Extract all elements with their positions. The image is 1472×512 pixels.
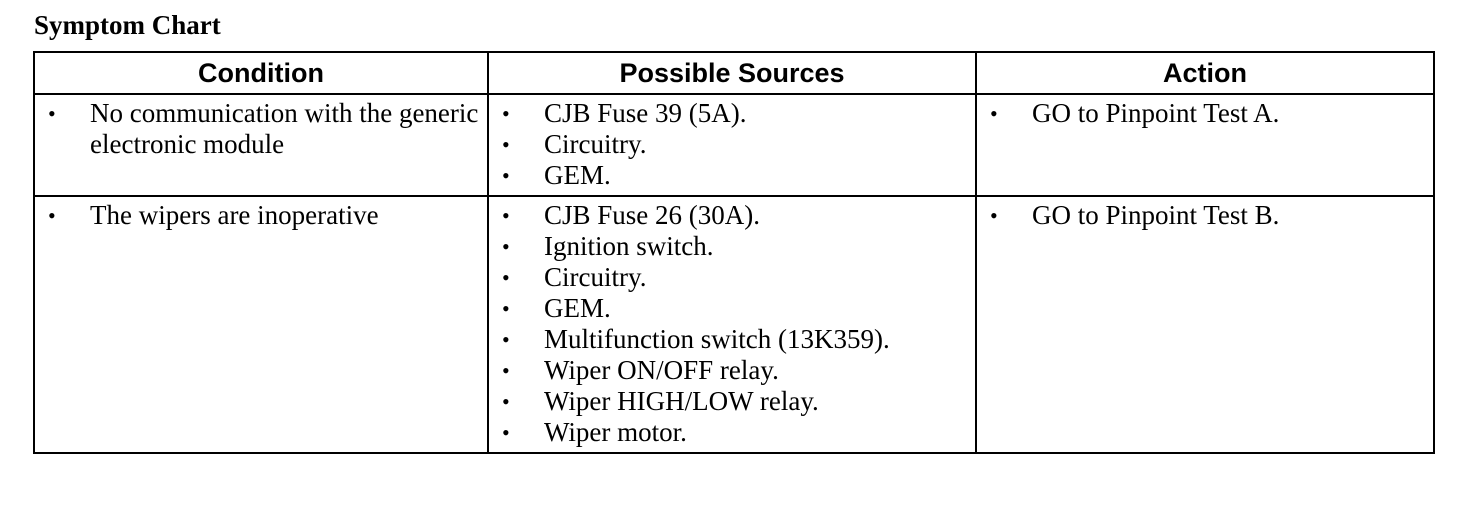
- bullet-icon: •: [990, 203, 998, 228]
- source-text: Wiper motor.: [544, 417, 687, 447]
- table-row: • No communication with the generic elect…: [33, 93, 1435, 197]
- sources-list: • CJB Fuse 26 (30A). • Ignition switch. • C…: [489, 200, 975, 448]
- list-item: • No communication with the generic elect…: [35, 98, 487, 160]
- source-text: Ignition switch.: [544, 231, 714, 261]
- source-text: CJB Fuse 39 (5A).: [544, 98, 747, 128]
- action-text: GO to Pinpoint Test A.: [1032, 98, 1280, 128]
- bullet-icon: •: [48, 203, 56, 228]
- condition-list: • The wipers are inoperative: [35, 200, 487, 231]
- table-header-row: Condition Possible Sources Action: [33, 51, 1435, 95]
- bullet-icon: •: [502, 132, 510, 157]
- list-item: • Multifunction switch (13K359).: [489, 324, 975, 355]
- bullet-icon: •: [502, 203, 510, 228]
- list-item: • Circuitry.: [489, 129, 975, 160]
- source-text: Wiper HIGH/LOW relay.: [544, 386, 819, 416]
- list-item: • Wiper HIGH/LOW relay.: [489, 386, 975, 417]
- list-item: • Wiper motor.: [489, 417, 975, 448]
- page-title: Symptom Chart: [34, 10, 221, 40]
- source-text: CJB Fuse 26 (30A).: [544, 200, 761, 230]
- source-text: GEM.: [544, 160, 611, 190]
- possible-sources-cell: • CJB Fuse 39 (5A). • Circuitry. • GEM.: [487, 93, 977, 197]
- bullet-icon: •: [502, 101, 510, 126]
- column-header-possible-sources: Possible Sources: [487, 51, 977, 95]
- list-item: • GEM.: [489, 160, 975, 191]
- bullet-icon: •: [502, 163, 510, 188]
- list-item: • The wipers are inoperative: [35, 200, 487, 231]
- source-text: Wiper ON/OFF relay.: [544, 355, 779, 385]
- action-list: • GO to Pinpoint Test B.: [977, 200, 1433, 231]
- bullet-icon: •: [502, 358, 510, 383]
- bullet-icon: •: [990, 101, 998, 126]
- source-text: Multifunction switch (13K359).: [544, 324, 890, 354]
- list-item: • GO to Pinpoint Test A.: [977, 98, 1433, 129]
- bullet-icon: •: [502, 327, 510, 352]
- action-text: GO to Pinpoint Test B.: [1032, 200, 1280, 230]
- condition-list: • No communication with the generic elect…: [35, 98, 487, 160]
- symptom-chart-table: Condition Possible Sources Action • No co…: [33, 51, 1435, 454]
- sources-list: • CJB Fuse 39 (5A). • Circuitry. • GEM.: [489, 98, 975, 191]
- bullet-icon: •: [502, 265, 510, 290]
- list-item: • CJB Fuse 26 (30A).: [489, 200, 975, 231]
- condition-cell: • No communication with the generic elect…: [33, 93, 489, 197]
- bullet-icon: •: [502, 420, 510, 445]
- condition-cell: • The wipers are inoperative: [33, 195, 489, 454]
- action-cell: • GO to Pinpoint Test A.: [975, 93, 1435, 197]
- column-header-condition: Condition: [33, 51, 489, 95]
- bullet-icon: •: [502, 389, 510, 414]
- source-text: Circuitry.: [544, 262, 647, 292]
- source-text: GEM.: [544, 293, 611, 323]
- condition-text: The wipers are inoperative: [90, 200, 379, 230]
- action-list: • GO to Pinpoint Test A.: [977, 98, 1433, 129]
- list-item: • Ignition switch.: [489, 231, 975, 262]
- bullet-icon: •: [502, 296, 510, 321]
- source-text: Circuitry.: [544, 129, 647, 159]
- bullet-icon: •: [502, 234, 510, 259]
- list-item: • GEM.: [489, 293, 975, 324]
- action-cell: • GO to Pinpoint Test B.: [975, 195, 1435, 454]
- condition-text: No communication with the generic electr…: [90, 98, 479, 159]
- list-item: • Circuitry.: [489, 262, 975, 293]
- possible-sources-cell: • CJB Fuse 26 (30A). • Ignition switch. • C…: [487, 195, 977, 454]
- list-item: • Wiper ON/OFF relay.: [489, 355, 975, 386]
- list-item: • CJB Fuse 39 (5A).: [489, 98, 975, 129]
- list-item: • GO to Pinpoint Test B.: [977, 200, 1433, 231]
- column-header-action: Action: [975, 51, 1435, 95]
- table-row: • The wipers are inoperative • CJB Fuse 26…: [33, 195, 1435, 454]
- bullet-icon: •: [48, 101, 56, 126]
